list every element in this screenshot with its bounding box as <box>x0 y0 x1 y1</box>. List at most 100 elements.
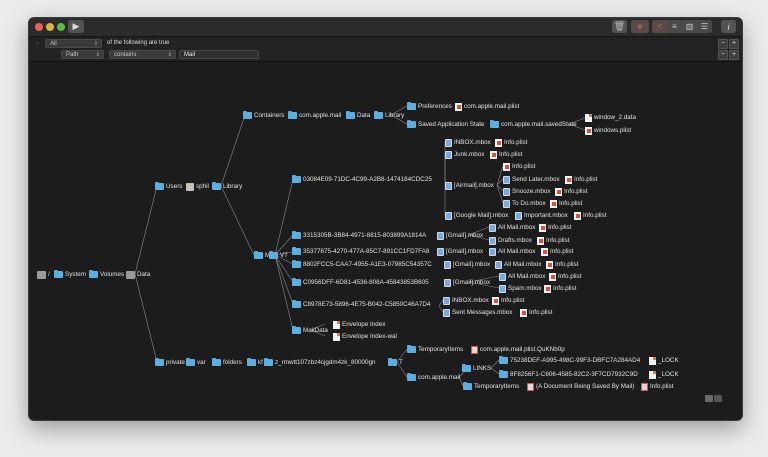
graph-view-icon[interactable]: < <box>652 20 667 33</box>
node-all-mail-4[interactable]: All Mail.mbox <box>495 260 541 269</box>
column-view-icon[interactable]: ▥ <box>685 22 694 31</box>
graph-canvas[interactable]: / System Volumes Data Users sphil Librar… <box>29 62 742 420</box>
node-containers[interactable]: Containers <box>243 111 284 120</box>
zoom-out-button[interactable] <box>705 395 713 402</box>
node-folders[interactable]: folders <box>212 358 242 367</box>
add-criteria-button[interactable]: + <box>729 50 739 60</box>
value-input[interactable]: Mail <box>179 50 259 59</box>
minimize-button[interactable] <box>46 23 54 31</box>
zoom-button[interactable] <box>57 23 65 31</box>
close-button[interactable] <box>35 23 43 31</box>
match-mode-select[interactable]: All⇕ <box>45 39 102 48</box>
node-envelope-index-wal[interactable]: Envelope Index-wal <box>333 332 397 341</box>
node-info-plist[interactable]: Info.plist <box>555 187 587 196</box>
node-container-data[interactable]: Data <box>346 111 370 120</box>
zoom-in-button[interactable] <box>714 395 722 402</box>
node-info-plist[interactable]: Info.plist <box>490 150 522 159</box>
node-t[interactable]: T <box>388 358 403 367</box>
node-temp-plist[interactable]: com.apple.mail.plist.QuKNb0p <box>471 345 565 354</box>
node-gmail-4[interactable]: [Gmail].mbox <box>444 260 490 269</box>
add-rule-button[interactable]: + <box>729 39 739 49</box>
node-send-later[interactable]: Send Later.mbox <box>503 175 560 184</box>
node-todo[interactable]: To Do.mbox <box>503 199 546 208</box>
node-important[interactable]: Important.mbox <box>515 211 568 220</box>
node-account-5[interactable]: C0956DFF-6D81-4536-808A-45843853B605 <box>292 278 429 287</box>
node-info-plist[interactable]: Info.plist <box>541 247 573 256</box>
play-button[interactable]: ▶ <box>68 20 84 33</box>
node-info-plist[interactable]: Info.plist <box>520 308 552 317</box>
node-info-plist[interactable]: Info.plist <box>492 296 524 305</box>
node-all-mail-5[interactable]: All Mail.mbox <box>499 272 545 281</box>
node-account-3[interactable]: 35377875-4270-477A-85C7-891CC1FD7FA8 <box>292 247 429 256</box>
node-snooze[interactable]: Snooze.mbox <box>503 187 551 196</box>
node-account-4[interactable]: 8802FCC5-CAA7-4955-A1E3-07985C54357C <box>292 260 432 269</box>
node-info-plist[interactable]: Info.plist <box>544 284 576 293</box>
node-junk-1[interactable]: Junk.mbox <box>445 150 484 159</box>
node-all-mail-3[interactable]: All Mail.mbox <box>489 247 535 256</box>
node-link-2[interactable]: 8F8256F1-C606-4585-82C2-3F7CD7932C9D <box>499 370 638 379</box>
node-container-library[interactable]: Library <box>374 111 404 120</box>
info-button[interactable]: i <box>721 20 736 33</box>
node-saved-state-dir[interactable]: com.apple.mail.savedState <box>490 120 577 129</box>
node-link-1[interactable]: 75238DEF-A995-498C-99F3-DBFC7A284AD4 <box>499 356 640 365</box>
node-google-mail[interactable]: [Google Mail].mbox <box>445 211 508 220</box>
node-kf[interactable]: kf <box>247 358 263 367</box>
node-account-6[interactable]: C8978E73-5896-4E75-B042-C5850C46A7D4 <box>292 300 430 309</box>
node-info-plist[interactable]: Info.plist <box>565 175 597 184</box>
list-view-icon[interactable]: ≡ <box>672 22 677 31</box>
node-container-mail[interactable]: com.apple.mail <box>288 111 341 120</box>
node-maildata[interactable]: MailData <box>292 326 328 335</box>
node-data[interactable]: Data <box>126 270 150 279</box>
node-tmpdir[interactable]: z_rmwtt107zbz4cjgdm4zk_80000gn <box>264 358 375 367</box>
trash-button[interactable]: 🗑 <box>612 20 627 33</box>
node-info-plist[interactable]: Info.plist <box>537 236 569 245</box>
filter-button[interactable]: ▼ <box>631 20 649 33</box>
zoom-controls[interactable] <box>704 395 722 402</box>
node-airmail[interactable]: [Airmail].mbox <box>445 181 494 190</box>
node-envelope-index[interactable]: Envelope Index <box>333 320 385 329</box>
node-volumes[interactable]: Volumes <box>89 270 124 279</box>
node-info-plist[interactable]: Info.plist <box>539 223 571 232</box>
table-view-icon[interactable]: ☰ <box>700 22 709 31</box>
node-info-plist[interactable]: Info.plist <box>549 272 581 281</box>
node-account-2[interactable]: 3315305B-3B84-4971-8815-803899A1814A <box>292 231 426 240</box>
node-info-plist[interactable]: Info.plist <box>550 199 582 208</box>
operator-select[interactable]: contains⇕ <box>109 50 176 59</box>
node-drafts-2[interactable]: Drafts.mbox <box>489 236 532 245</box>
node-windows-plist[interactable]: windows.plist <box>585 126 631 135</box>
node-system[interactable]: System <box>54 270 86 279</box>
node-info-plist[interactable]: Info.plist <box>503 162 535 171</box>
remove-rule-button[interactable]: − <box>718 39 728 49</box>
node-links[interactable]: LINKS <box>462 364 491 373</box>
node-t-mail[interactable]: com.apple.mail <box>407 373 460 382</box>
node-all-mail-2[interactable]: All Mail.mbox <box>489 223 535 232</box>
node-info-plist[interactable]: Info.plist <box>546 260 578 269</box>
node-info-plist[interactable]: Info.plist <box>641 382 673 391</box>
view-mode-segmented[interactable]: < ≡ ▥ ☰ <box>652 20 712 33</box>
node-temporary-items-2[interactable]: TemporaryItems <box>463 382 519 391</box>
node-window-data[interactable]: window_2.data <box>585 113 636 122</box>
node-info-plist[interactable]: Info.plist <box>495 138 527 147</box>
node-temporary-items[interactable]: TemporaryItems <box>407 345 463 354</box>
node-root[interactable]: / <box>37 270 50 279</box>
node-gmail-5[interactable]: [Gmail].mbox <box>444 278 490 287</box>
node-var[interactable]: var <box>186 358 206 367</box>
node-saved-state[interactable]: Saved Application State <box>407 120 485 129</box>
node-info-plist[interactable]: Info.plist <box>574 211 606 220</box>
node-saving-doc[interactable]: (A Document Being Saved By Mail) <box>527 382 634 391</box>
node-lock-1[interactable]: _LOCK <box>649 356 679 365</box>
node-inbox-6[interactable]: INBOX.mbox <box>443 296 489 305</box>
node-pref-plist[interactable]: com.apple.mail.plist <box>455 102 519 111</box>
remove-criteria-button[interactable]: − <box>718 50 728 60</box>
field-select[interactable]: Path⇕ <box>61 50 104 59</box>
node-private[interactable]: private <box>155 358 185 367</box>
disclosure-chevron-icon[interactable]: ⌄ <box>35 40 41 46</box>
node-sent-6[interactable]: Sent Messages.mbox <box>443 308 513 317</box>
node-gmail-2[interactable]: [Gmail].mbox <box>437 231 483 240</box>
node-gmail-3[interactable]: [Gmail].mbox <box>437 247 483 256</box>
node-inbox-1[interactable]: INBOX.mbox <box>445 138 491 147</box>
node-spam-5[interactable]: Spam.mbox <box>499 284 542 293</box>
node-library[interactable]: Library <box>212 182 242 191</box>
node-preferences[interactable]: Preferences <box>407 102 452 111</box>
node-lock-2[interactable]: _LOCK <box>649 370 679 379</box>
